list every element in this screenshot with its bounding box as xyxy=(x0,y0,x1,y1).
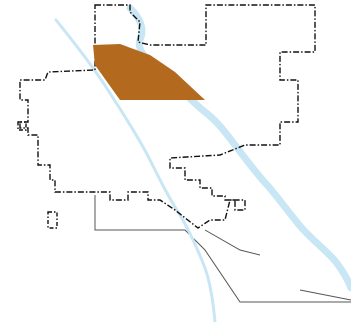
river-main-channel xyxy=(126,4,351,292)
district-outline xyxy=(94,195,351,303)
enclave-parcel xyxy=(47,211,58,229)
highlight-zone[interactable] xyxy=(93,44,205,100)
river-side-channel xyxy=(54,18,217,322)
enclave-parcel xyxy=(17,121,27,131)
city-boundary xyxy=(19,4,316,229)
